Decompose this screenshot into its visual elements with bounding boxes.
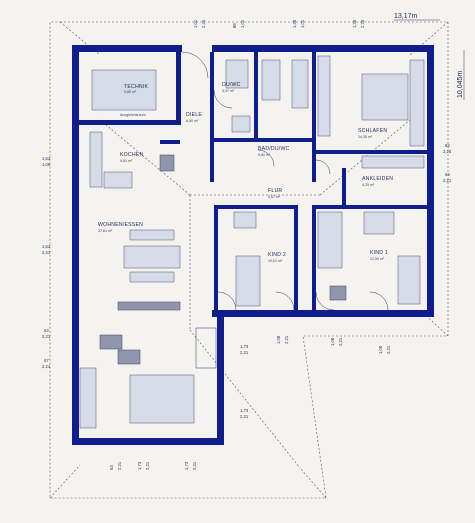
dim-left-3b: 2,21 (42, 334, 51, 339)
dim-top-1b: 2,26 (201, 19, 206, 28)
dim-left-2b: 2,21 (42, 250, 51, 255)
room-duwc-name: DU/WC (222, 82, 241, 88)
dim-right-2b: 2,21 (443, 178, 452, 183)
room-kind2-name: KIND 2 (268, 252, 286, 258)
room-flur-area: 5,67 m² (268, 195, 281, 199)
room-flur-name: FLUR (268, 188, 282, 194)
dim-top-2b: 1,01 (240, 19, 245, 28)
dim-right-1: 63 (445, 143, 450, 148)
dim-top-3b: 1,01 (300, 19, 305, 28)
room-schlafen-name: SCHLAFEN (358, 128, 387, 134)
dim-mid-4: 1,08 (330, 337, 335, 346)
dim-left-3: 63 (44, 328, 49, 333)
room-kind1-area: 12,55 m² (370, 257, 385, 261)
room-diele-area: 6,50 m² (186, 119, 199, 123)
dim-bot-3: 1,73 (137, 461, 142, 470)
dim-mid-2: 1,08 (276, 335, 281, 344)
room-technik-note: Ausgleichsraum (120, 113, 146, 117)
walls (72, 45, 434, 445)
doors (181, 51, 389, 369)
dim-mid-3b: 2,21 (240, 414, 249, 419)
opening-dimensions: 1,01 2,26 88 1,01 1,38 1,01 1,38 2,26 1,… (42, 19, 452, 470)
dim-mid-1b: 2,21 (240, 350, 249, 355)
room-labels: TECHNIK 9,85 m² Ausgleichsraum DIELE 6,5… (98, 82, 393, 263)
room-ankleiden-name: ANKLEIDEN (362, 176, 393, 182)
furniture (79, 55, 425, 429)
room-wohnen-name: WOHNEN/ESSEN (98, 222, 143, 228)
room-schlafen-area: 14,26 m² (358, 135, 373, 139)
dim-right-2: 63 (445, 172, 450, 177)
dim-bot-4b: 2,21 (192, 461, 197, 470)
dim-bot-3b: 2,21 (145, 461, 150, 470)
dim-mid-2b: 2,21 (284, 335, 289, 344)
dim-bot-1: 63 (109, 465, 114, 470)
dim-bot-1b: 2,21 (117, 461, 122, 470)
dim-mid-3: 1,73 (240, 408, 249, 413)
room-bad-area: 9,80 m² (258, 153, 271, 157)
roof-outline (49, 21, 449, 499)
overall-width: 13,17m (394, 13, 418, 20)
room-kochen-area: 9,61 m² (120, 159, 133, 163)
dim-bot-2: 1,08 (378, 345, 383, 354)
overall-depth: 10,045m (457, 71, 464, 98)
dim-bot-4: 1,73 (184, 461, 189, 470)
room-kind1-name: KIND 1 (370, 250, 388, 256)
room-wohnen-area: 37,61 m² (98, 229, 113, 233)
dim-left-4: 67 (44, 358, 49, 363)
overall-dimensions: 13,17m 10,045m (394, 13, 465, 100)
dim-left-1b: 1,06 (42, 162, 51, 167)
room-duwc-area: 3,97 m² (222, 89, 235, 93)
dim-right-1b: 2,26 (443, 149, 452, 154)
dim-top-3: 1,38 (292, 19, 297, 28)
room-bad-name: BAD/DU/WC (258, 146, 290, 152)
dim-top-5b: 2,26 (360, 19, 365, 28)
dim-top-1: 1,01 (193, 19, 198, 28)
room-technik-area: 9,85 m² (124, 90, 137, 94)
room-diele-name: DIELE (186, 112, 202, 118)
dim-top-5: 1,38 (352, 19, 357, 28)
dim-mid-1: 1,73 (240, 344, 249, 349)
dim-left-4b: 2,21 (42, 364, 51, 369)
dim-left-2: 1,53 (42, 244, 51, 249)
dim-bot-2b: 2,21 (386, 345, 391, 354)
dim-left-1: 1,53 (42, 156, 51, 161)
room-kind2-area: 10,61 m² (268, 259, 283, 263)
room-ankleiden-area: 4,25 m² (362, 183, 375, 187)
dim-top-2: 88 (232, 23, 237, 28)
dim-mid-4b: 2,21 (338, 337, 343, 346)
room-kochen-name: KOCHEN (120, 152, 143, 158)
room-technik-name: TECHNIK (124, 84, 149, 90)
